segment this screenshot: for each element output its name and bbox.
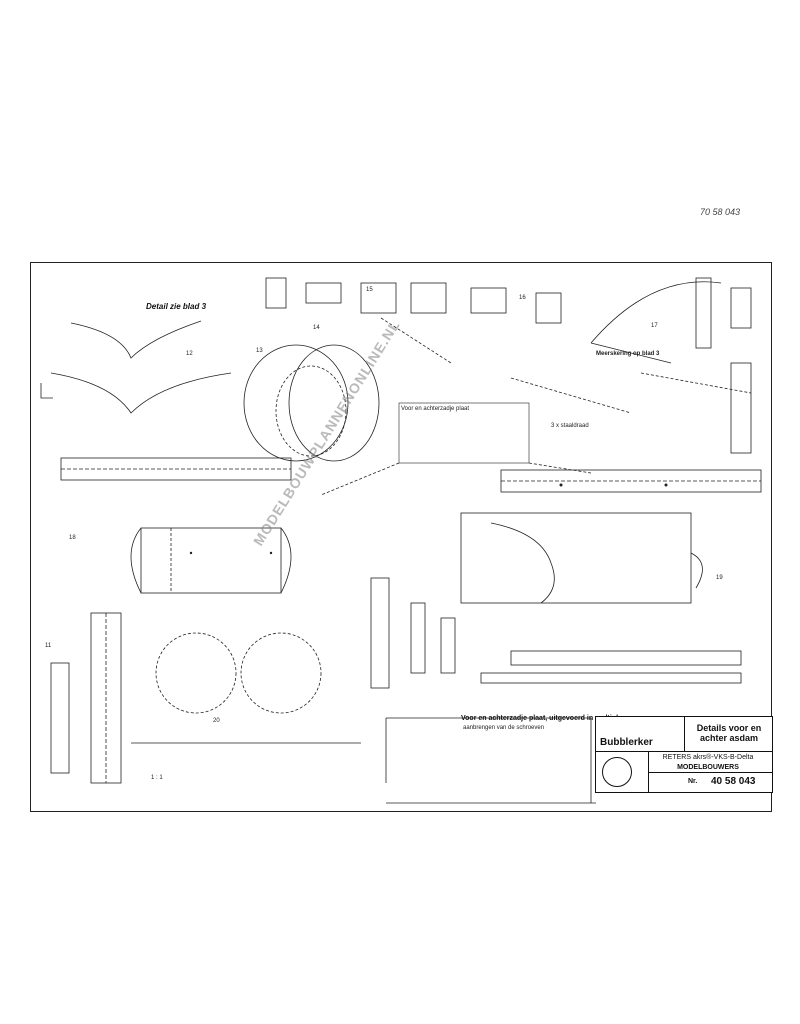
title-block: Bubblerker Details voor en achter asdam … <box>595 716 773 793</box>
ref-11: 11 <box>45 643 52 649</box>
ref-19: 19 <box>716 575 723 581</box>
post-right <box>730 362 752 454</box>
ref-18: 18 <box>69 535 76 541</box>
ref-12: 12 <box>186 351 193 357</box>
rib-profile-top <box>70 320 202 359</box>
drawing-title: Details voor en achter asdam <box>696 723 762 743</box>
fixing-note: aanbrengen van de schroeven <box>463 725 545 731</box>
sheet-code: 70 58 043 <box>700 207 741 217</box>
drawing-subtitle: RETERS akrs®-VKS-B-Delta <box>662 754 754 761</box>
scale-label: 1 : 1 <box>151 775 163 781</box>
ref-20: 20 <box>213 718 220 724</box>
drawing-sheet: Detail zie blad 3 3 x staaldraad Meerske… <box>30 262 772 812</box>
technical-drawing <box>40 277 762 804</box>
ring-2 <box>288 344 380 462</box>
disc-1 <box>155 632 237 714</box>
ref-13: 13 <box>256 348 263 354</box>
ring-1 <box>243 344 349 462</box>
rotation-note: Meerskering op blad 3 <box>596 351 660 357</box>
company-logo-icon <box>602 757 632 787</box>
column-2 <box>410 602 426 674</box>
cross-section-right <box>460 512 692 604</box>
cross-section-left <box>140 527 282 594</box>
ref-14: 14 <box>313 325 320 331</box>
bottom-note: Voor en achterzadje plaat, uitgevoerd in… <box>461 715 626 722</box>
detail-blad-label: Detail zie blad 3 <box>146 302 207 311</box>
long-bar-3 <box>510 650 742 666</box>
drawing-number: 40 58 043 <box>711 776 756 787</box>
ref-17: 17 <box>651 323 658 329</box>
ref-15: 15 <box>366 287 373 293</box>
column-1 <box>370 577 390 689</box>
post-upper-right <box>695 277 712 349</box>
ref-16: 16 <box>519 295 526 301</box>
number-label: Nr. <box>688 778 698 785</box>
note-box <box>398 402 530 464</box>
section-note: Voor en achterzadje plaat <box>401 406 470 412</box>
rod-note: 3 x staaldraad <box>551 423 589 429</box>
disc-2 <box>240 632 322 714</box>
company-name: MODELBOUWERS <box>677 764 739 771</box>
rib-profile-bottom <box>50 372 232 414</box>
builder-label: Bubblerker <box>600 737 653 748</box>
